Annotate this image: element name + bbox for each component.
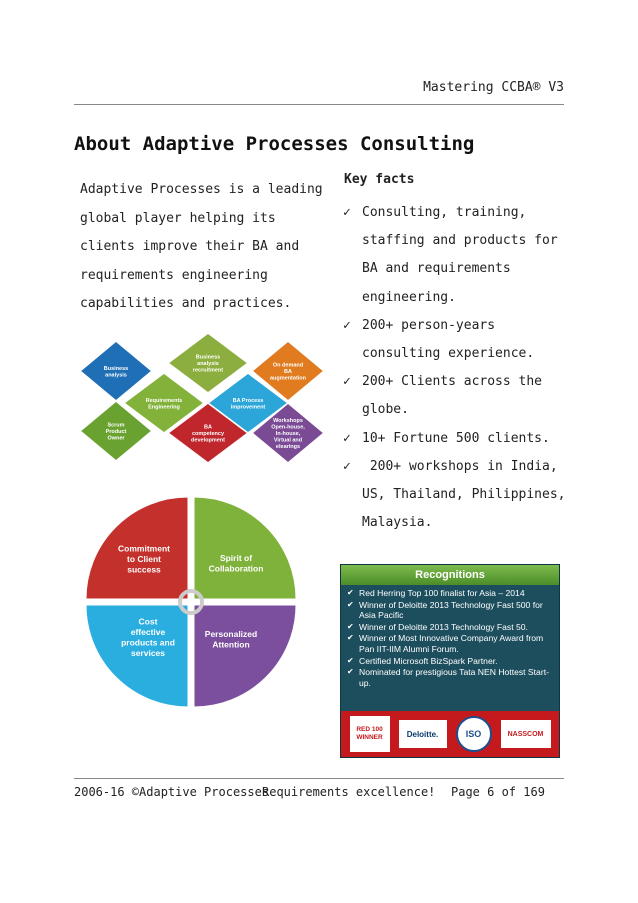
service-tile — [166, 333, 250, 394]
service-tile — [250, 402, 326, 463]
deloitte-logo: Deloitte. — [398, 720, 447, 748]
service-tile — [250, 340, 326, 402]
checkmark-icon: ✔ — [347, 588, 354, 597]
key-fact-item: ✓ 200+ person-years consulting experience… — [343, 312, 568, 368]
value-quadrant — [86, 604, 189, 707]
checkmark-icon: ✔ — [347, 599, 354, 609]
recognition-item: ✔ Winner of Deloitte 2013 Technology Fast… — [347, 622, 555, 633]
service-tile — [78, 400, 154, 462]
iso-logo: ISO — [455, 716, 492, 752]
value-quadrant — [193, 497, 296, 600]
recognition-item: ✔ Winner of Most Innovative Company Award… — [347, 633, 555, 654]
footer-copyright: 2006-16 ©Adaptive Processes — [74, 785, 270, 799]
running-header: Mastering CCBA® V3 — [423, 80, 564, 95]
red-herring-logo: RED 100 WINNER — [349, 716, 390, 752]
key-fact-text: Consulting, training, staffing and produ… — [362, 205, 558, 305]
checkmark-icon: ✔ — [347, 633, 354, 643]
footer-page-number: Page 6 of 169 — [451, 785, 545, 799]
header-rule — [74, 104, 564, 105]
award-logos: RED 100 WINNER Deloitte. ISO NASSCOM — [341, 711, 559, 757]
key-fact-text: 200+ Clients across the globe. — [362, 374, 543, 418]
key-fact-text: 200+ person-years consulting experience. — [362, 317, 535, 362]
footer-rule — [74, 778, 564, 779]
recognition-text: Red Herring Top 100 finalist for Asia – … — [359, 588, 525, 598]
intro-paragraph: Adaptive Processes is a leading global p… — [80, 182, 323, 311]
key-facts-list: ✓ Consulting, training, staffing and prod… — [343, 199, 568, 537]
recognition-item: ✔ Winner of Deloitte 2013 Technology Fast… — [347, 600, 555, 621]
recognition-text: Certified Microsoft BizSpark Partner. — [359, 655, 498, 666]
nasscom-logo: NASSCOM — [500, 720, 551, 748]
key-fact-text: 200+ workshops in India, US, Thailand, P… — [362, 458, 574, 531]
checkmark-icon: ✔ — [347, 655, 354, 665]
service-tile — [122, 372, 206, 434]
recognition-text: Winner of Deloitte 2013 Technology Fast … — [359, 621, 528, 632]
checkmark-icon: ✓ — [343, 430, 351, 446]
checkmark-icon: ✔ — [347, 667, 354, 677]
recognition-item: ✔ Nominated for prestigious Tata NEN Hott… — [347, 667, 555, 688]
value-quadrant — [86, 497, 189, 600]
footer-tagline: Requirements excellence! — [262, 785, 436, 799]
checkmark-icon: ✓ — [343, 374, 351, 390]
key-fact-item: ✓ 200+ Clients across the globe. — [343, 368, 568, 424]
checkmark-icon: ✔ — [347, 621, 354, 631]
recognition-item: ✔ Red Herring Top 100 finalist for Asia –… — [347, 588, 555, 599]
key-fact-item: ✓ 200+ workshops in India, US, Thailand,… — [343, 453, 568, 538]
checkmark-icon: ✓ — [343, 205, 351, 220]
recognition-text: Winner of Most Innovative Company Award … — [359, 633, 544, 654]
recognition-text: Winner of Deloitte 2013 Technology Fast … — [359, 599, 543, 621]
recognition-text: Nominated for prestigious Tata NEN Hotte… — [359, 667, 549, 688]
recognitions-list: ✔ Red Herring Top 100 finalist for Asia –… — [341, 585, 559, 688]
service-tile — [206, 372, 290, 434]
key-fact-item: ✓ Consulting, training, staffing and prod… — [343, 199, 568, 312]
value-quadrant — [193, 604, 296, 707]
recognitions-box: Recognitions ✔ Red Herring Top 100 finali… — [340, 564, 560, 758]
checkmark-icon: ✓ — [343, 317, 351, 333]
recognitions-title: Recognitions — [341, 565, 559, 585]
section-title: About Adaptive Processes Consulting — [74, 133, 475, 155]
key-facts-title: Key facts — [344, 172, 415, 187]
cycle-arrows-icon — [178, 589, 204, 615]
key-fact-text: 10+ Fortune 500 clients. — [362, 430, 550, 446]
key-fact-item: ✓ 10+ Fortune 500 clients. — [343, 425, 568, 453]
recognition-item: ✔ Certified Microsoft BizSpark Partner. — [347, 656, 555, 667]
checkmark-icon: ✓ — [343, 458, 351, 474]
